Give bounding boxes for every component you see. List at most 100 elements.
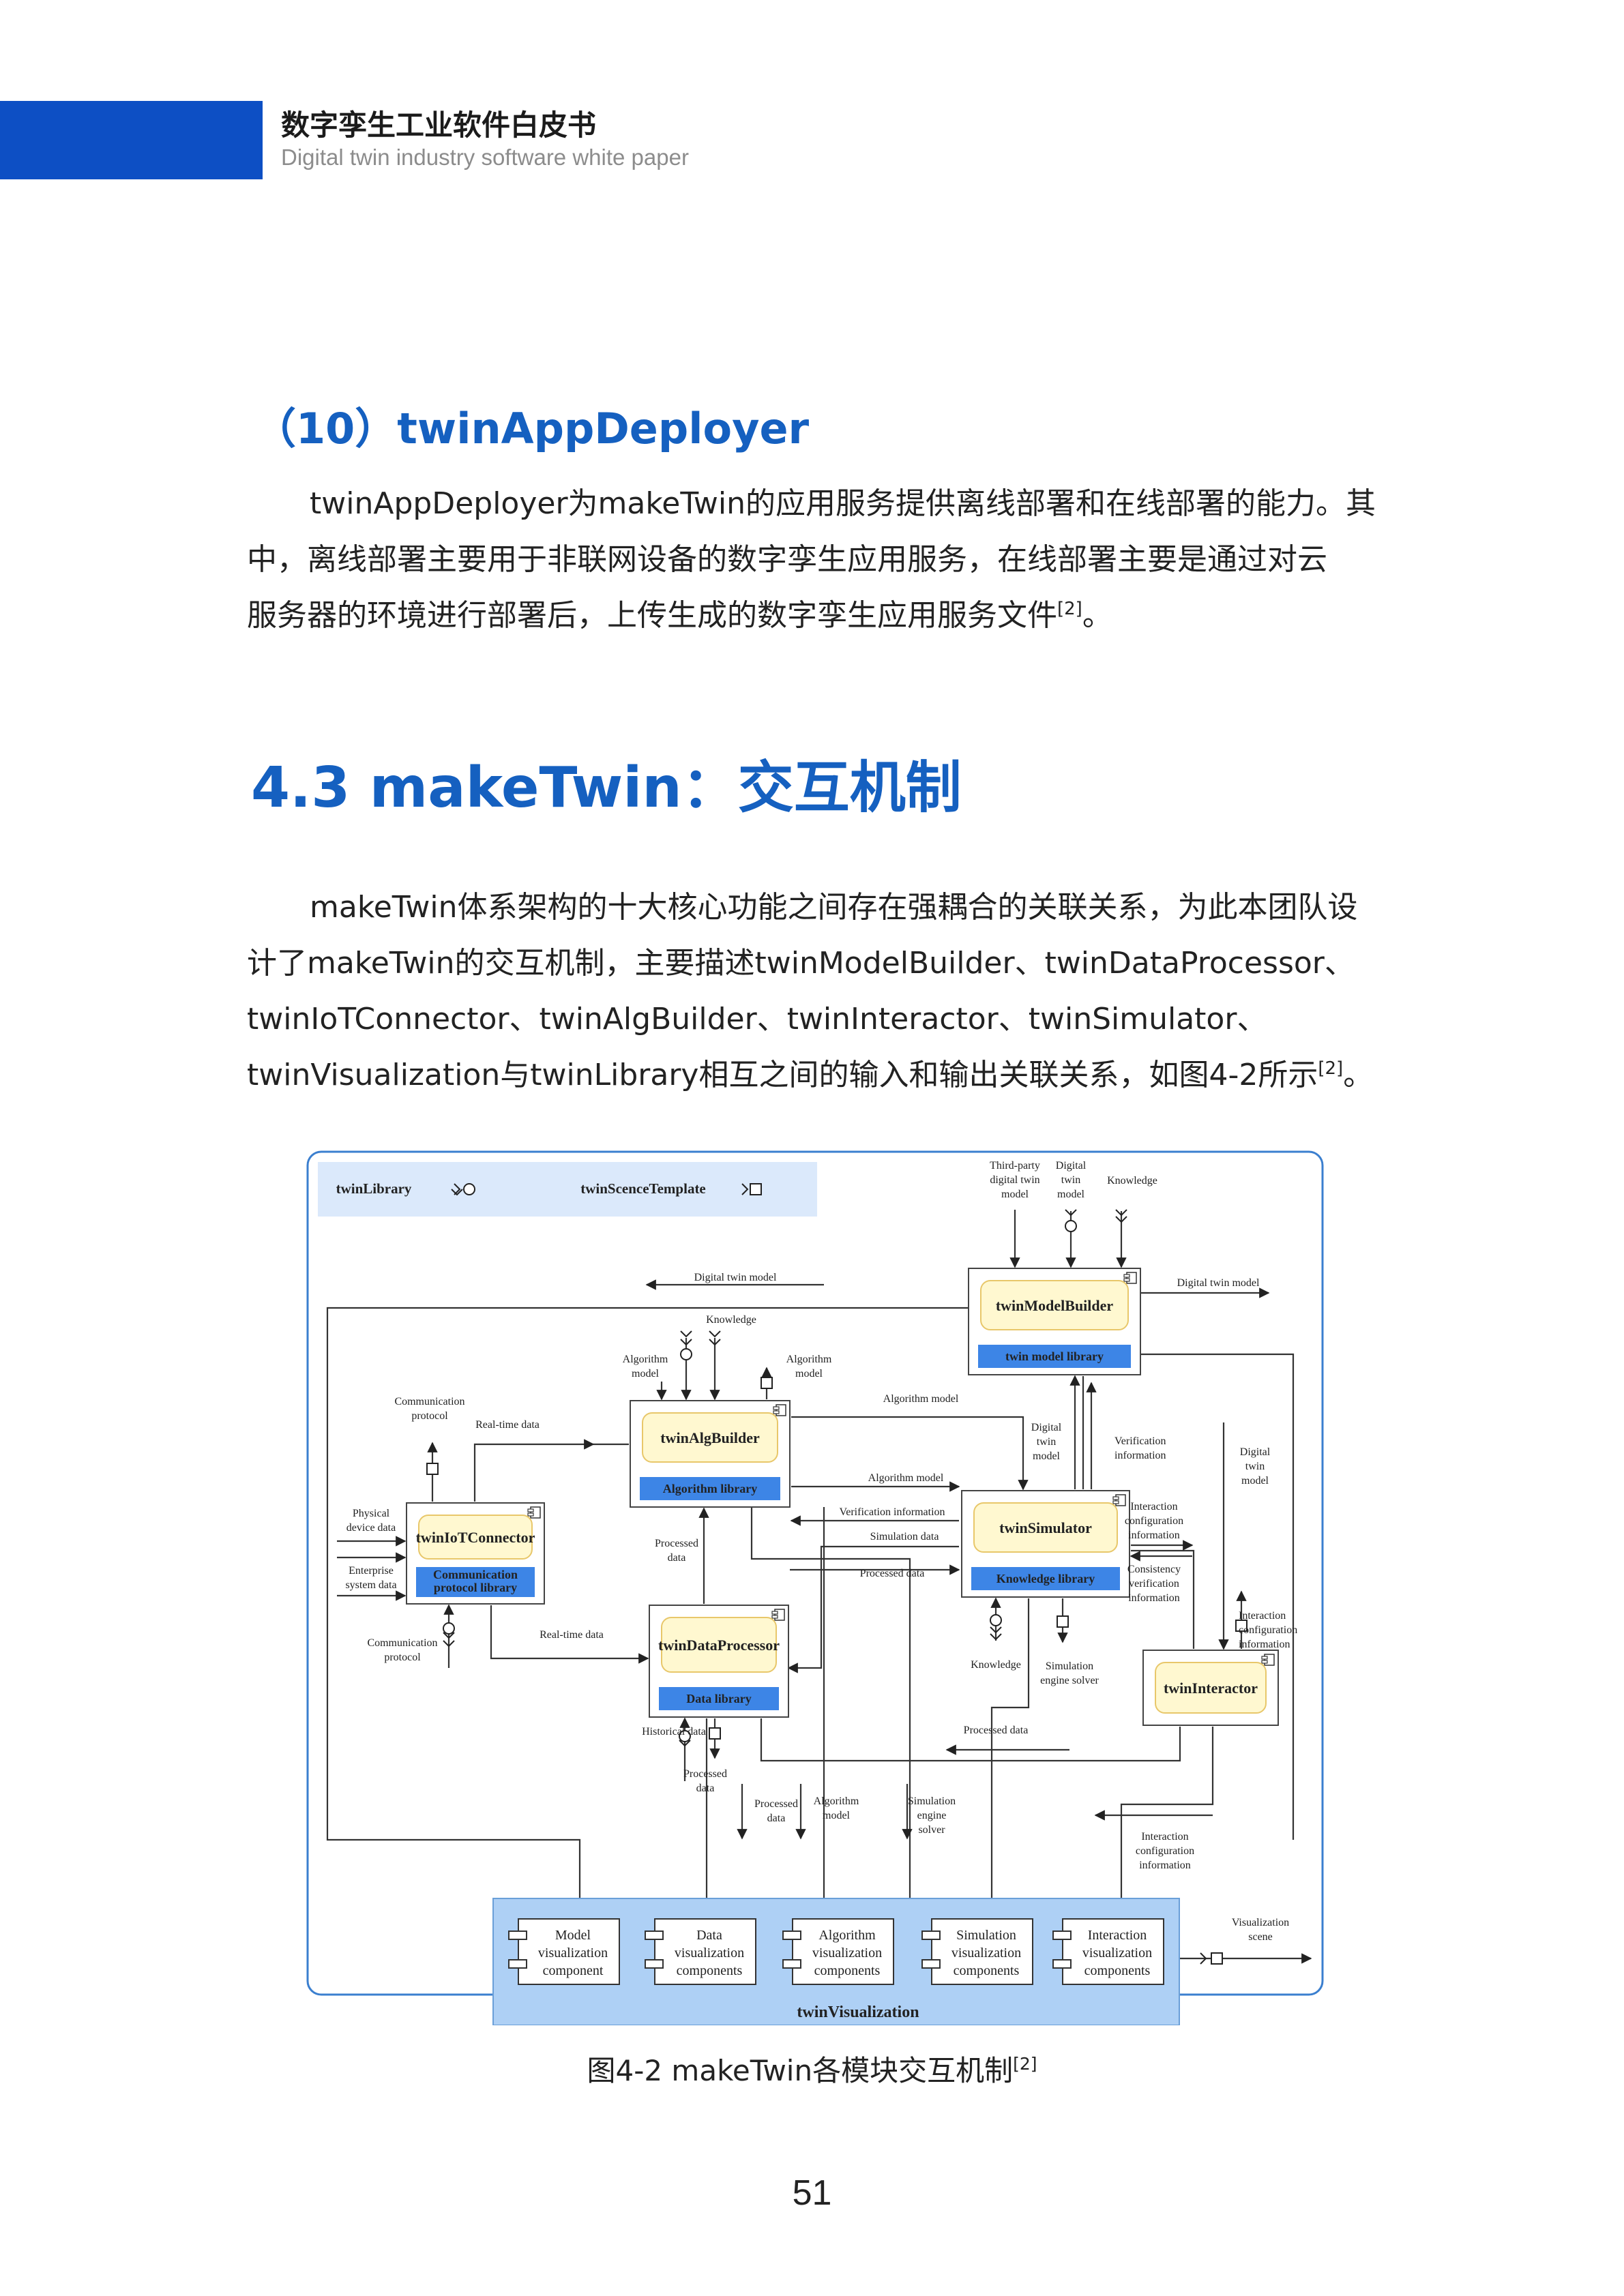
caption-text: 图4-2 makeTwin各模块交互机制 <box>587 2054 1014 2087</box>
library-name: Data library <box>686 1692 751 1705</box>
component-icon <box>1112 1500 1119 1504</box>
page-number: 51 <box>792 2173 832 2213</box>
component-icon <box>1112 1496 1119 1500</box>
module-twin-simulator: twinSimulator <box>999 1519 1092 1536</box>
label-line: system data <box>345 1579 396 1591</box>
template-symbol <box>750 1183 762 1195</box>
template-symbol <box>1235 1620 1247 1632</box>
label-line: Interaction <box>1239 1610 1286 1622</box>
citation-ref: [2] <box>1057 599 1082 619</box>
paragraph-end: 。 <box>1082 598 1112 633</box>
label-line: Processed data <box>964 1725 1029 1736</box>
connector-line <box>760 1718 1181 1762</box>
label-line: components <box>1084 1963 1151 1978</box>
section-4-3-paragraph: makeTwin体系架构的十大核心功能之间存在强耦合的关联关系，为此本团队设 计… <box>247 880 1400 1103</box>
label-line: Processed <box>683 1768 727 1780</box>
label-line: Knowledge <box>971 1659 1021 1671</box>
module-core <box>661 1617 777 1673</box>
label-line: Consistency <box>1127 1564 1181 1575</box>
component-icon <box>527 1512 534 1517</box>
flow-arrow <box>787 1545 959 1673</box>
label-line: twin <box>1061 1174 1080 1186</box>
header-accent-bar <box>0 101 263 179</box>
diagram-label: Historical data <box>642 1726 706 1738</box>
socket-symbol <box>990 1633 1002 1641</box>
paragraph-line: makeTwin体系架构的十大核心功能之间存在强耦合的关联关系，为此本团队设 <box>310 890 1358 925</box>
label-line: component <box>543 1963 604 1978</box>
template-symbol <box>1057 1615 1069 1628</box>
component-icon <box>1115 1494 1126 1506</box>
label-line: model <box>1001 1189 1029 1200</box>
label-line: Simulation data <box>870 1531 939 1542</box>
label-line: Model <box>555 1928 591 1943</box>
connector-line <box>326 1307 969 1898</box>
component-icon <box>1264 1654 1275 1666</box>
component-port <box>508 1930 527 1940</box>
legend-box <box>318 1162 817 1217</box>
visualization-component <box>654 1918 756 1985</box>
label-line: Processed data <box>860 1568 925 1579</box>
label-line: Data library <box>686 1692 751 1705</box>
diagram-label: Algorithm model <box>883 1393 959 1405</box>
component-port <box>1052 1930 1072 1940</box>
label-line: verification <box>1129 1578 1179 1590</box>
label-line: Physical <box>353 1508 390 1519</box>
label-line: components <box>677 1963 743 1978</box>
component-port <box>645 1930 664 1940</box>
component-icon <box>530 1506 541 1519</box>
label-line: device data <box>346 1522 396 1534</box>
label-line: solver <box>918 1824 945 1836</box>
visualization-component <box>518 1918 620 1985</box>
label-line: Verification <box>1114 1435 1166 1447</box>
label-line: Algorithm <box>786 1354 832 1365</box>
label-line: model <box>1033 1450 1061 1462</box>
library-symbol <box>443 1622 455 1635</box>
library-name: twin model library <box>1005 1350 1104 1363</box>
template-symbol <box>709 1727 721 1740</box>
component-icon <box>773 1406 780 1410</box>
label-line: configuration <box>1136 1845 1194 1857</box>
library-name: Knowledge library <box>996 1572 1095 1585</box>
component-icon <box>771 1611 778 1615</box>
diagram-label: Real-time data <box>475 1419 540 1431</box>
component-port <box>921 1959 941 1969</box>
label-line: information <box>1139 1860 1191 1871</box>
connector-line <box>750 1507 911 1732</box>
module-twin-interactor: twinInteractor <box>1164 1680 1258 1697</box>
label-line: twin <box>1245 1461 1265 1472</box>
label-line: Communication <box>433 1568 518 1581</box>
label-line: twin <box>1037 1436 1056 1448</box>
label-line: data <box>696 1783 715 1794</box>
label-line: twin model library <box>1005 1350 1104 1363</box>
label-line: Visualization <box>1232 1917 1289 1928</box>
label-line: information <box>1114 1450 1166 1461</box>
connector-line <box>990 1598 1030 1898</box>
label-line: Third-party <box>990 1160 1040 1172</box>
label-line: twinIoTConnector <box>416 1529 535 1546</box>
label-line: Digital twin model <box>1177 1277 1260 1289</box>
library-symbol <box>463 1183 475 1195</box>
component-icon <box>1261 1660 1268 1664</box>
label-line: Real-time data <box>475 1419 540 1431</box>
diagram-label: Verification information <box>839 1506 945 1518</box>
label-line: protocol <box>411 1410 448 1422</box>
paragraph-line: twinAppDeployer为makeTwin的应用服务提供离线部署和在线部署… <box>310 486 1376 521</box>
label-line: Verification information <box>839 1506 945 1518</box>
label-line: twinSimulator <box>999 1519 1092 1536</box>
label-line: configuration <box>1239 1624 1297 1636</box>
label-line: Interaction <box>1088 1928 1147 1943</box>
label-line: Data <box>696 1928 722 1943</box>
label-line: configuration <box>1125 1515 1183 1527</box>
diagram-label: Digital twin model <box>1177 1277 1260 1289</box>
